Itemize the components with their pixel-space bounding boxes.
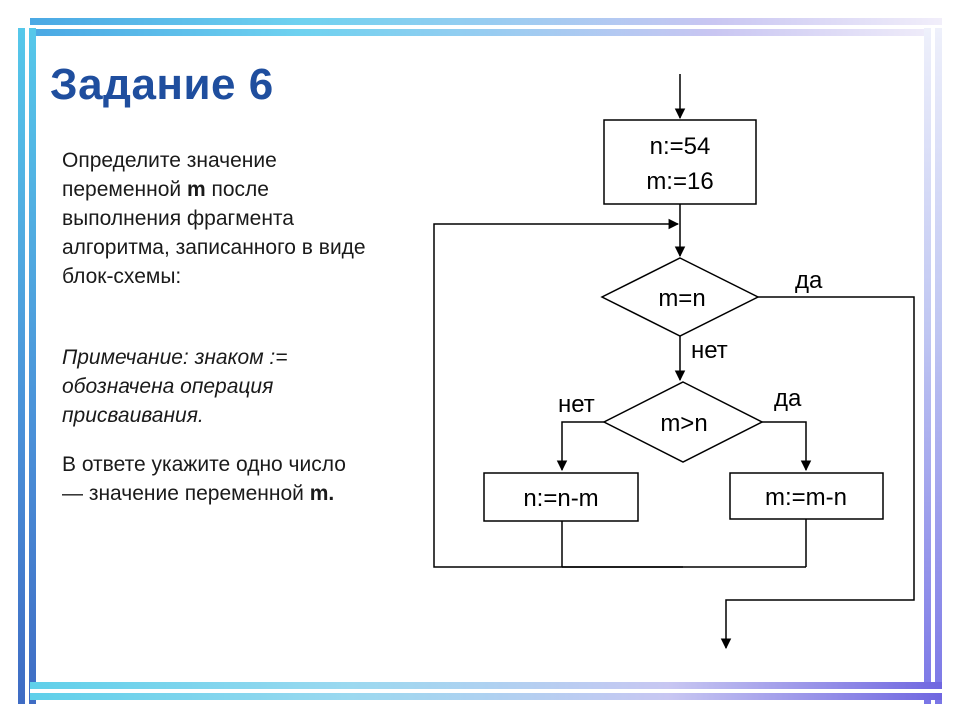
task-variable: m	[186, 178, 206, 201]
right-action-label: m:=m-n	[765, 484, 847, 511]
left-action-label: n:=n-m	[523, 485, 598, 512]
condition-1-label: m=n	[658, 285, 705, 312]
answer-text: В ответе укажите одно число — значение п…	[62, 453, 346, 505]
init-line-1: n:=54	[650, 133, 711, 160]
cond2-yes-label: да	[774, 385, 802, 412]
frame-top-bar	[30, 18, 942, 36]
loop-back-line	[433, 218, 683, 568]
init-line-2: m:=16	[646, 168, 713, 195]
action-m-minus-n	[729, 472, 884, 520]
cond2-no-line	[556, 421, 604, 472]
frame-left-bar	[18, 28, 36, 704]
task-paragraph: Определите значение переменной m после в…	[62, 146, 372, 291]
condition-m-gt-n	[602, 381, 764, 463]
cond1-yes-label: да	[795, 267, 823, 294]
action-n-minus-m	[483, 472, 639, 522]
cond2-no-label: нет	[558, 391, 595, 418]
task-text-end: после выполнения фрагмента алгоритма, за…	[62, 178, 366, 288]
slide-title: Задание 6	[50, 60, 274, 109]
frame-bottom-bar	[30, 682, 942, 700]
task-text-start: Определите значение переменной	[62, 149, 277, 201]
answer-variable: m.	[309, 482, 335, 505]
cond1-no-label: нет	[691, 337, 728, 364]
condition-2-label: m>n	[660, 410, 707, 437]
note-paragraph: Примечание: знаком := обозначена операци…	[62, 346, 288, 427]
answer-instruction: В ответе укажите одно число — значение п…	[62, 450, 372, 508]
cond2-yes-line	[762, 421, 812, 472]
cond1-yes-line	[720, 296, 915, 650]
frame-right-bar	[924, 28, 942, 704]
